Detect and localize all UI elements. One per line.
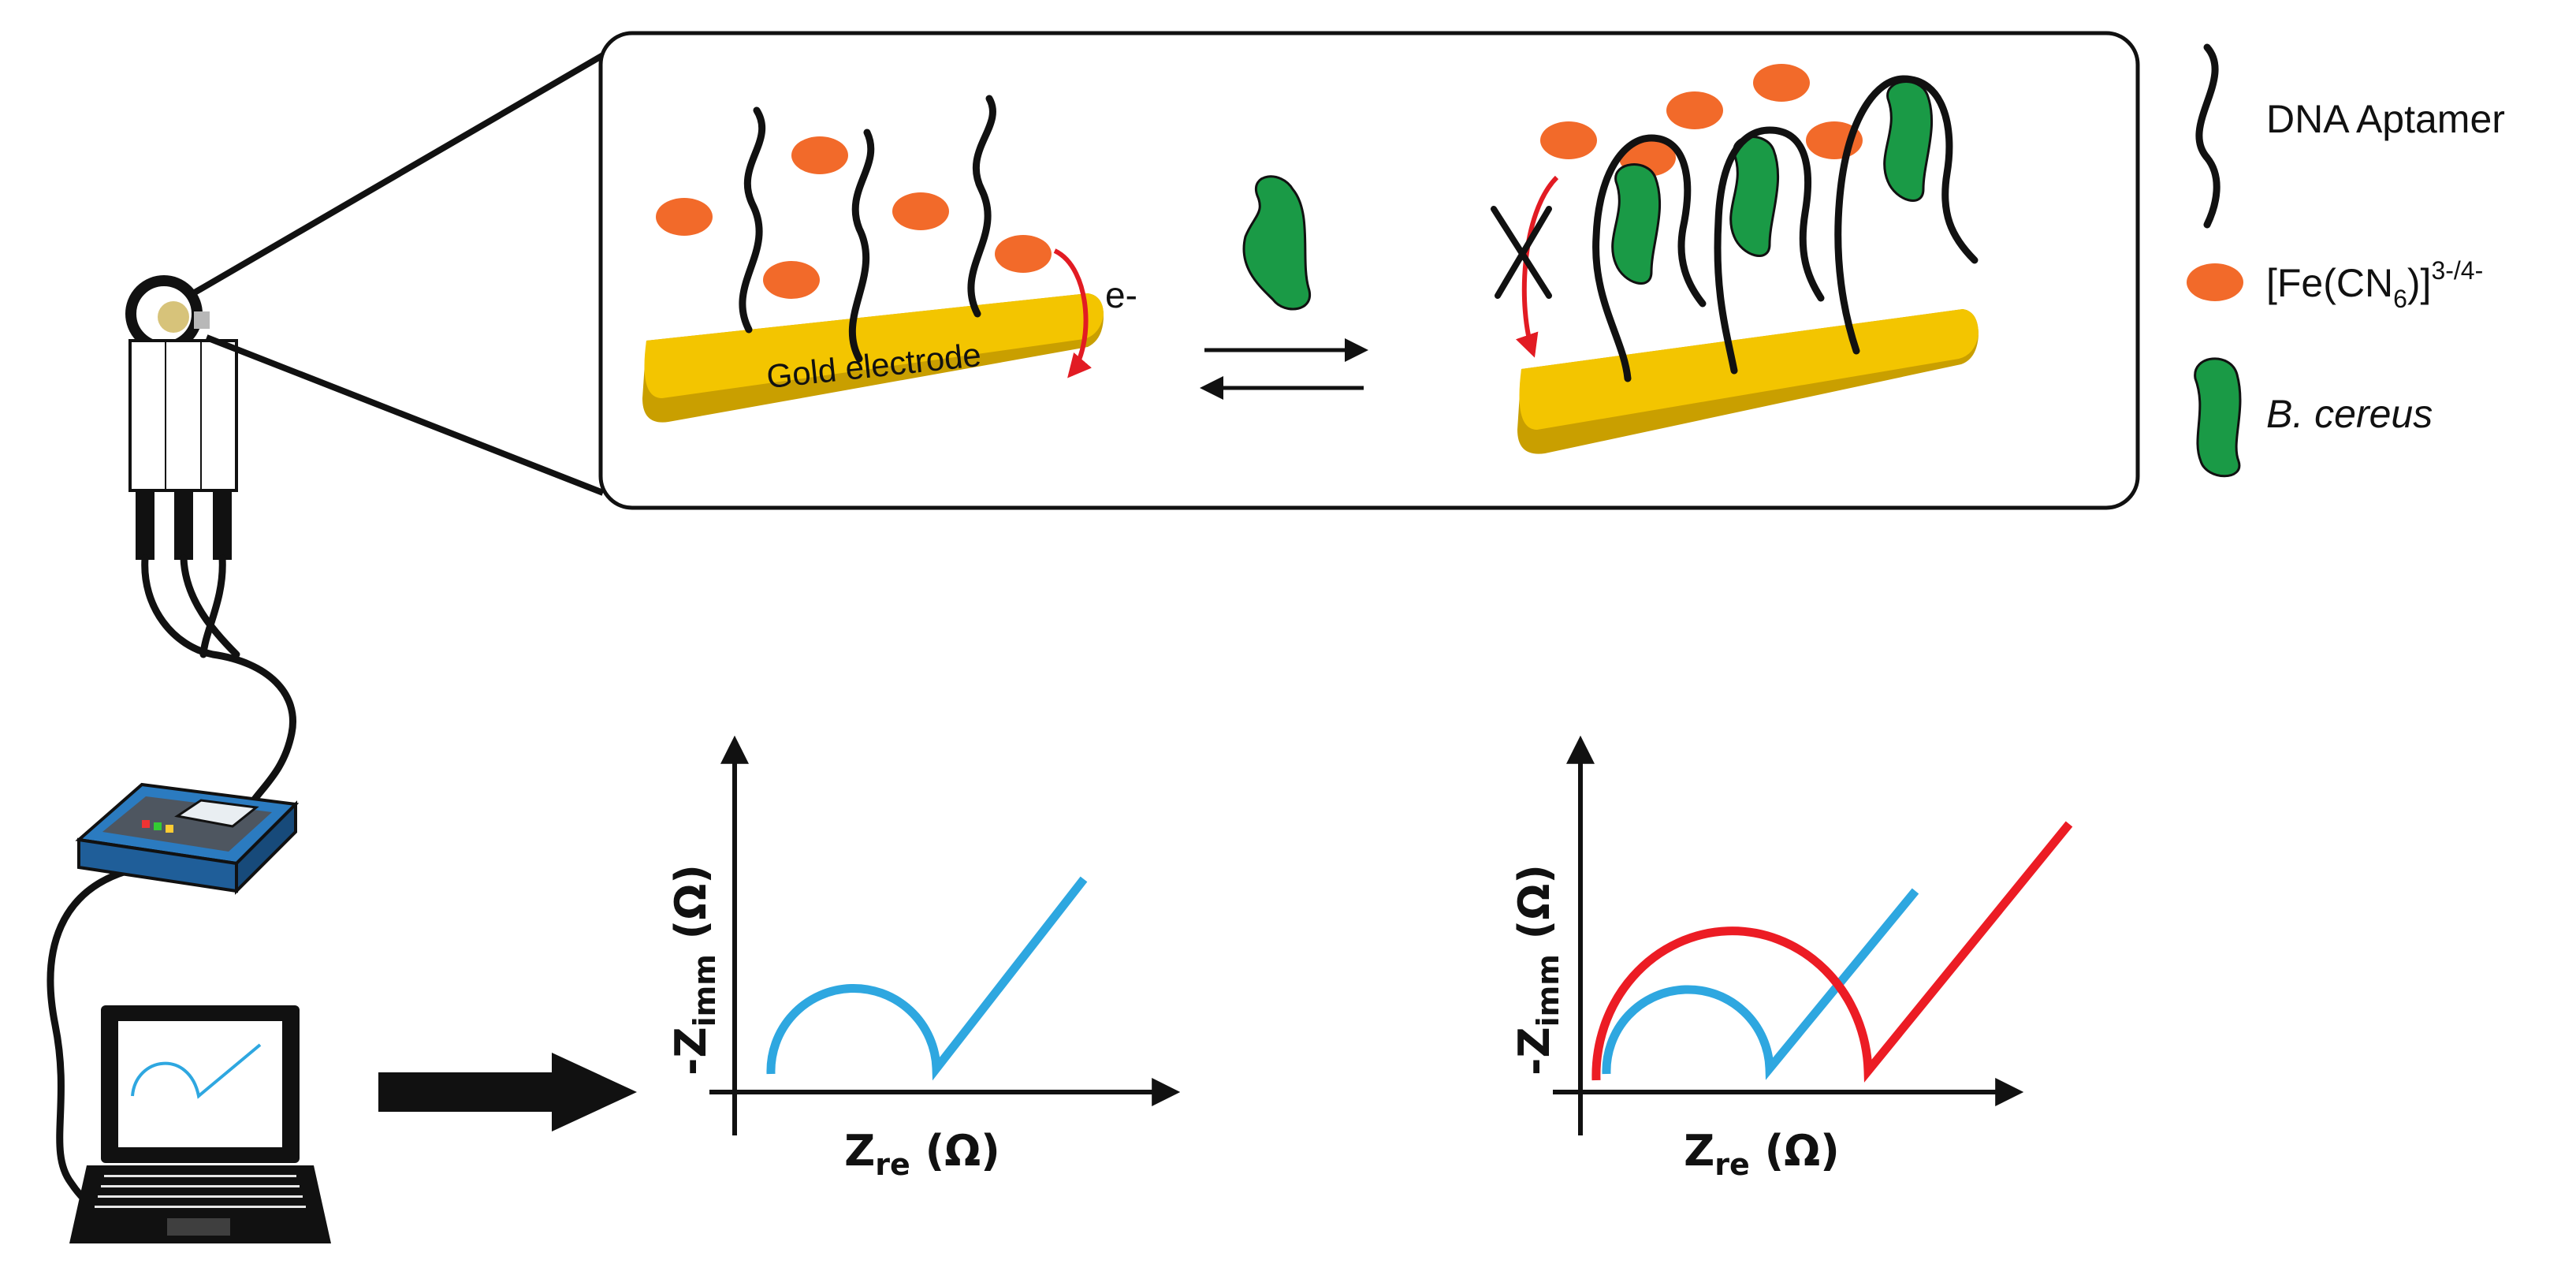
legend-redox-label: [Fe(CN6)]3-/4-	[2266, 256, 2483, 313]
gold-electrode-right	[1517, 309, 1979, 454]
probe-cables	[47, 554, 296, 1222]
electron-label: e-	[1105, 274, 1137, 315]
nyquist-curve-red-right	[1591, 821, 2073, 1083]
bacteria-captured	[1611, 80, 1934, 285]
probe-lead-2	[174, 490, 193, 560]
zoom-line-top	[187, 52, 605, 299]
electron-transfer-arrow	[1053, 248, 1092, 378]
zoom-line-bottom	[205, 334, 605, 496]
nyquist-plot-left: -Zimm (Ω) Zre (Ω)	[666, 735, 1181, 1182]
legend-bacteria-label: B. cereus	[2266, 392, 2433, 436]
legend-aptamer-label: DNA Aptamer	[2266, 97, 2505, 141]
gold-electrode-left	[642, 293, 1104, 423]
legend-bacteria-icon	[2194, 357, 2242, 478]
potentiostat-device	[75, 782, 300, 895]
probe-body	[128, 339, 238, 492]
legend: DNA Aptamer [Fe(CN6)]3-/4- B. cereus	[2187, 43, 2505, 478]
nyquist-curve-blue-left	[766, 876, 1088, 1081]
device-screen	[174, 799, 259, 828]
probe-tab	[194, 311, 210, 329]
aptamer-strands-folded	[1592, 75, 1979, 382]
laptop	[69, 1005, 331, 1243]
nyquist-plot-right: -Zimm (Ω) Zre (Ω)	[1509, 735, 2073, 1182]
laptop-keyboard	[69, 1165, 331, 1243]
legend-redox-icon	[2187, 263, 2243, 301]
bacterium-free	[1242, 175, 1312, 311]
x-axis-label-right: Zre (Ω)	[1684, 1126, 1840, 1182]
x-axis-label-left: Zre (Ω)	[844, 1126, 1000, 1182]
legend-aptamer-icon	[2195, 43, 2220, 229]
laptop-keys	[95, 1175, 306, 1236]
laptop-screen-plot	[131, 1043, 262, 1099]
probe-lead-1	[136, 490, 154, 560]
flow-arrow	[378, 1053, 637, 1131]
probe-gold-disk	[158, 301, 189, 333]
y-axis-label-left: -Zimm (Ω)	[666, 864, 722, 1076]
blocked-cross	[1491, 206, 1552, 299]
aptamer-strands-free	[739, 95, 996, 363]
electrode-probe	[125, 275, 238, 560]
laptop-screen	[118, 1021, 282, 1147]
probe-lead-3	[213, 490, 232, 560]
nyquist-curve-blue-right	[1602, 888, 1919, 1080]
y-axis-label-right: -Zimm (Ω)	[1509, 864, 1565, 1076]
redox-probes-left	[656, 136, 1052, 299]
